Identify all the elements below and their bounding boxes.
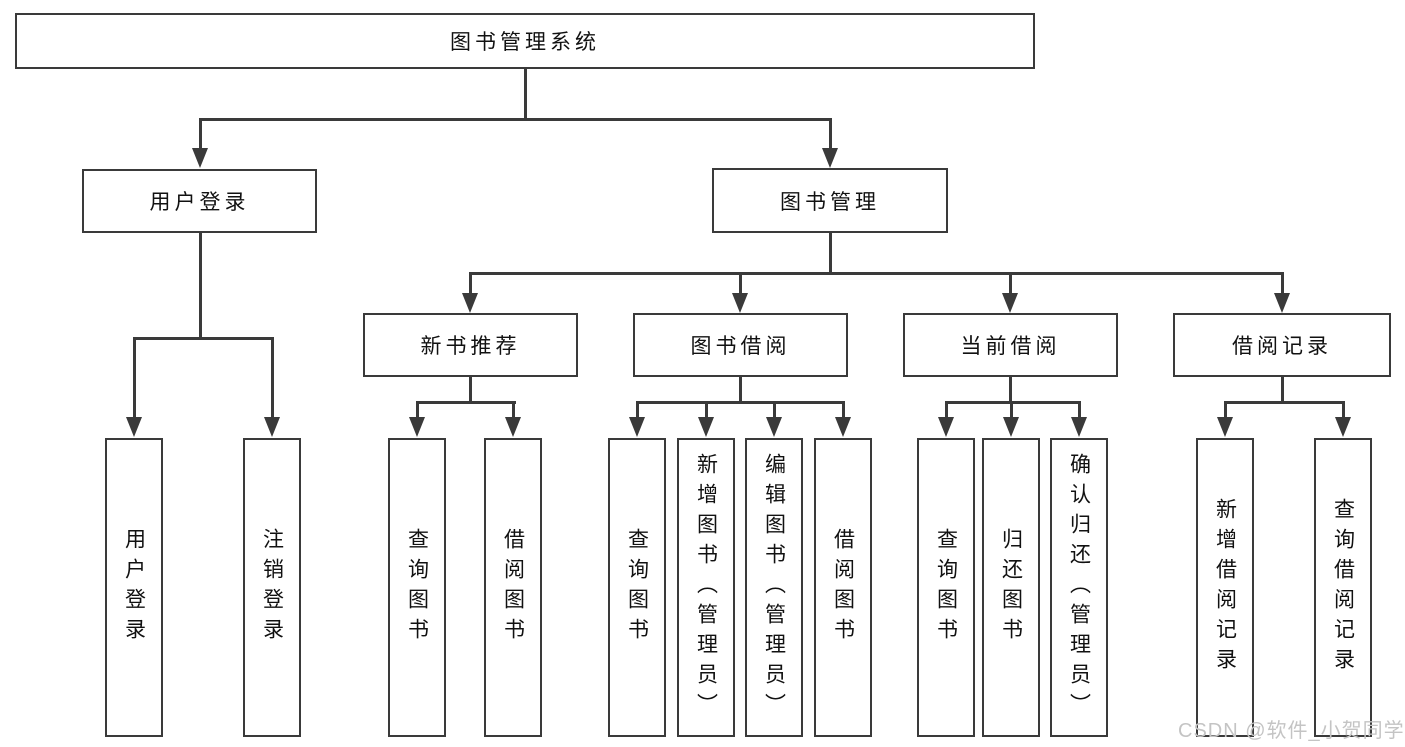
node-book-borrowing: 图书借阅: [633, 313, 848, 377]
line-segment: [1077, 401, 1081, 418]
line-segment: [1008, 272, 1012, 295]
line-segment: [738, 377, 742, 403]
line-segment: [198, 118, 832, 121]
arrowhead-down-icon: [732, 293, 748, 313]
arrowhead-down-icon: [1217, 417, 1233, 437]
arrowhead-down-icon: [629, 417, 645, 437]
line-segment: [772, 401, 776, 418]
line-segment: [198, 118, 202, 150]
arrowhead-down-icon: [1002, 293, 1018, 313]
line-segment: [841, 401, 845, 418]
line-segment: [1280, 377, 1284, 403]
node-label: 查询借阅记录: [1331, 497, 1355, 678]
arrowhead-down-icon: [505, 417, 521, 437]
node-label: 注销登录: [260, 527, 284, 648]
arrowhead-down-icon: [1335, 417, 1351, 437]
node-user-login: 用户登录: [82, 169, 317, 233]
node-current-borrowing: 当前借阅: [903, 313, 1118, 377]
node-label: 查询图书: [405, 527, 429, 648]
leaf-query-books-recommend: 查询图书: [388, 438, 446, 737]
line-segment: [828, 233, 832, 274]
csdn-watermark: CSDN @软件_小贺同学: [1178, 720, 1405, 742]
node-label: 确认归还（管理员）: [1067, 452, 1091, 723]
line-segment: [132, 337, 136, 418]
leaf-borrow-books-recommend: 借阅图书: [484, 438, 542, 737]
node-label: 查询图书: [934, 527, 958, 648]
leaf-query-books-current: 查询图书: [917, 438, 975, 737]
line-segment: [198, 233, 202, 339]
arrowhead-down-icon: [1003, 417, 1019, 437]
arrowhead-down-icon: [822, 148, 838, 168]
line-segment: [828, 118, 832, 150]
arrowhead-down-icon: [1274, 293, 1290, 313]
line-segment: [270, 337, 274, 418]
leaf-confirm-return-admin: 确认归还（管理员）: [1050, 438, 1108, 737]
line-segment: [704, 401, 708, 418]
line-segment: [738, 272, 742, 295]
node-label: 图书管理系统: [450, 31, 600, 54]
arrowhead-down-icon: [462, 293, 478, 313]
arrowhead-down-icon: [1071, 417, 1087, 437]
node-label: 新增图书（管理员）: [694, 452, 718, 723]
node-label: 借阅记录: [1232, 335, 1332, 358]
arrowhead-down-icon: [766, 417, 782, 437]
node-label: 借阅图书: [501, 527, 525, 648]
line-segment: [1341, 401, 1345, 418]
arrowhead-down-icon: [698, 417, 714, 437]
leaf-edit-book-admin: 编辑图书（管理员）: [745, 438, 803, 737]
line-segment: [468, 377, 472, 403]
arrowhead-down-icon: [938, 417, 954, 437]
arrowhead-down-icon: [126, 417, 142, 437]
node-label: 借阅图书: [831, 527, 855, 648]
line-segment: [468, 272, 472, 295]
line-segment: [635, 401, 845, 404]
line-segment: [415, 401, 516, 404]
node-label: 当前借阅: [960, 335, 1061, 358]
line-segment: [468, 272, 1284, 275]
line-segment: [1223, 401, 1227, 418]
arrowhead-down-icon: [409, 417, 425, 437]
leaf-logout: 注销登录: [243, 438, 301, 737]
node-label: 用户登录: [122, 527, 146, 648]
node-book-management: 图书管理: [712, 168, 948, 233]
arrowhead-down-icon: [835, 417, 851, 437]
node-library-system: 图书管理系统: [15, 13, 1035, 69]
line-segment: [1008, 377, 1012, 403]
leaf-user-login: 用户登录: [105, 438, 163, 737]
node-label: 用户登录: [149, 191, 250, 214]
node-label: 图书借阅: [690, 335, 791, 358]
line-segment: [635, 401, 639, 418]
line-segment: [511, 401, 515, 418]
line-segment: [415, 401, 419, 418]
leaf-return-books: 归还图书: [982, 438, 1040, 737]
line-segment: [523, 69, 527, 120]
node-borrowing-records: 借阅记录: [1173, 313, 1391, 377]
line-segment: [944, 401, 948, 418]
leaf-query-borrow-record: 查询借阅记录: [1314, 438, 1372, 737]
arrowhead-down-icon: [264, 417, 280, 437]
arrowhead-down-icon: [192, 148, 208, 168]
node-label: 查询图书: [625, 527, 649, 648]
line-segment: [944, 401, 1081, 404]
leaf-query-books-borrowing: 查询图书: [608, 438, 666, 737]
node-label: 图书管理: [780, 190, 880, 214]
leaf-add-book-admin: 新增图书（管理员）: [677, 438, 735, 737]
line-segment: [1223, 401, 1345, 404]
leaf-borrow-books-borrowing: 借阅图书: [814, 438, 872, 737]
node-label: 新书推荐: [420, 335, 521, 358]
node-label: 归还图书: [999, 527, 1023, 648]
line-segment: [132, 337, 274, 340]
leaf-add-borrow-record: 新增借阅记录: [1196, 438, 1254, 737]
line-segment: [1280, 272, 1284, 295]
node-new-book-recommend: 新书推荐: [363, 313, 578, 377]
node-label: 新增借阅记录: [1213, 497, 1237, 678]
line-segment: [1009, 401, 1013, 418]
node-label: 编辑图书（管理员）: [762, 452, 786, 723]
